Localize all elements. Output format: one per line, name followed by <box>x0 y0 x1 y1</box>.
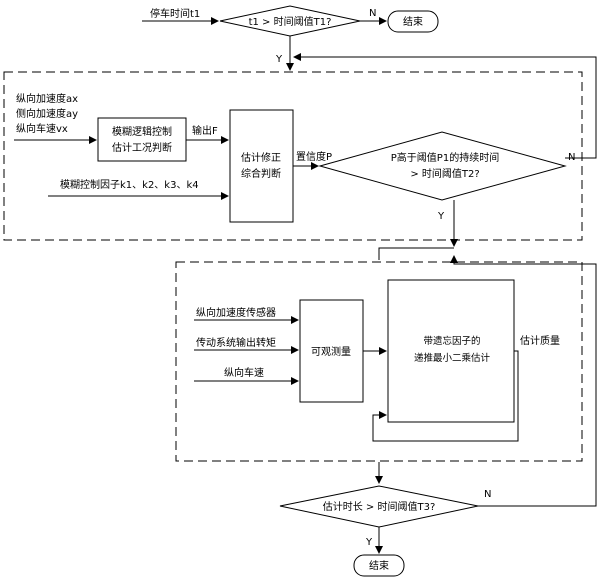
stage2-frame <box>175 261 583 462</box>
estimate-correction-line1: 估计修正 <box>241 151 281 164</box>
observable-text: 可观测量 <box>311 345 351 358</box>
decision-p1 <box>318 131 567 201</box>
y-label-decision3: Y <box>365 537 373 548</box>
end-terminal-bottom-text: 结束 <box>369 559 389 572</box>
output-f-label: 输出F <box>192 124 218 137</box>
n-label-top: N <box>369 8 376 19</box>
stop-time-label: 停车时间t1 <box>150 7 200 20</box>
n-label-decision2: N <box>568 152 575 163</box>
fuzzy-logic-line1: 模糊逻辑控制 <box>112 125 172 138</box>
y-label-decision2: Y <box>437 211 445 222</box>
connector-to-stage2 <box>378 247 454 260</box>
fuzzy-logic-line2: 估计工况判断 <box>112 141 172 154</box>
end-terminal-top-text: 结束 <box>403 15 423 28</box>
factors-label: 模糊控制因子k1、k2、k3、k4 <box>60 178 199 191</box>
y-label-top: Y <box>275 54 283 65</box>
sensor-longitudinal-accel: 纵向加速度传感器 <box>196 306 276 319</box>
rls-box <box>387 279 515 423</box>
sensor-drivetrain-torque: 传动系统输出转矩 <box>196 336 276 349</box>
input-ay: 侧向加速度ay <box>16 107 78 120</box>
fuzzy-logic-box <box>97 117 187 162</box>
n-label-decision3: N <box>484 489 491 500</box>
sensor-longitudinal-speed: 纵向车速 <box>224 366 264 379</box>
estimate-correction-line2: 综合判断 <box>241 167 281 180</box>
confidence-label: 置信度P <box>296 150 332 163</box>
end-terminal-bottom <box>353 554 405 577</box>
decision-p1-line2: > 时间阈值T2? <box>410 167 479 180</box>
input-vx: 纵向车速vx <box>16 122 68 135</box>
input-ax: 纵向加速度ax <box>16 92 78 105</box>
decision-p1-line1: P高于阈值P1的持续时间 <box>391 151 499 164</box>
rls-line2: 递推最小二乘估计 <box>414 352 491 364</box>
rls-line1: 带遗忘因子的 <box>423 335 480 347</box>
decision-t1-text: t1 > 时间阈值T1? <box>249 15 332 28</box>
feedback-loop <box>372 350 519 442</box>
loop-n-decision2 <box>293 53 597 159</box>
stage1-frame <box>3 71 583 241</box>
end-terminal-top <box>387 10 439 33</box>
estimate-correction-box <box>229 109 294 223</box>
decision-t3-text: 估计时长 > 时间阈值T3? <box>323 500 436 513</box>
loop-n-decision3 <box>450 255 597 507</box>
quality-label: 估计质量 <box>520 334 560 347</box>
